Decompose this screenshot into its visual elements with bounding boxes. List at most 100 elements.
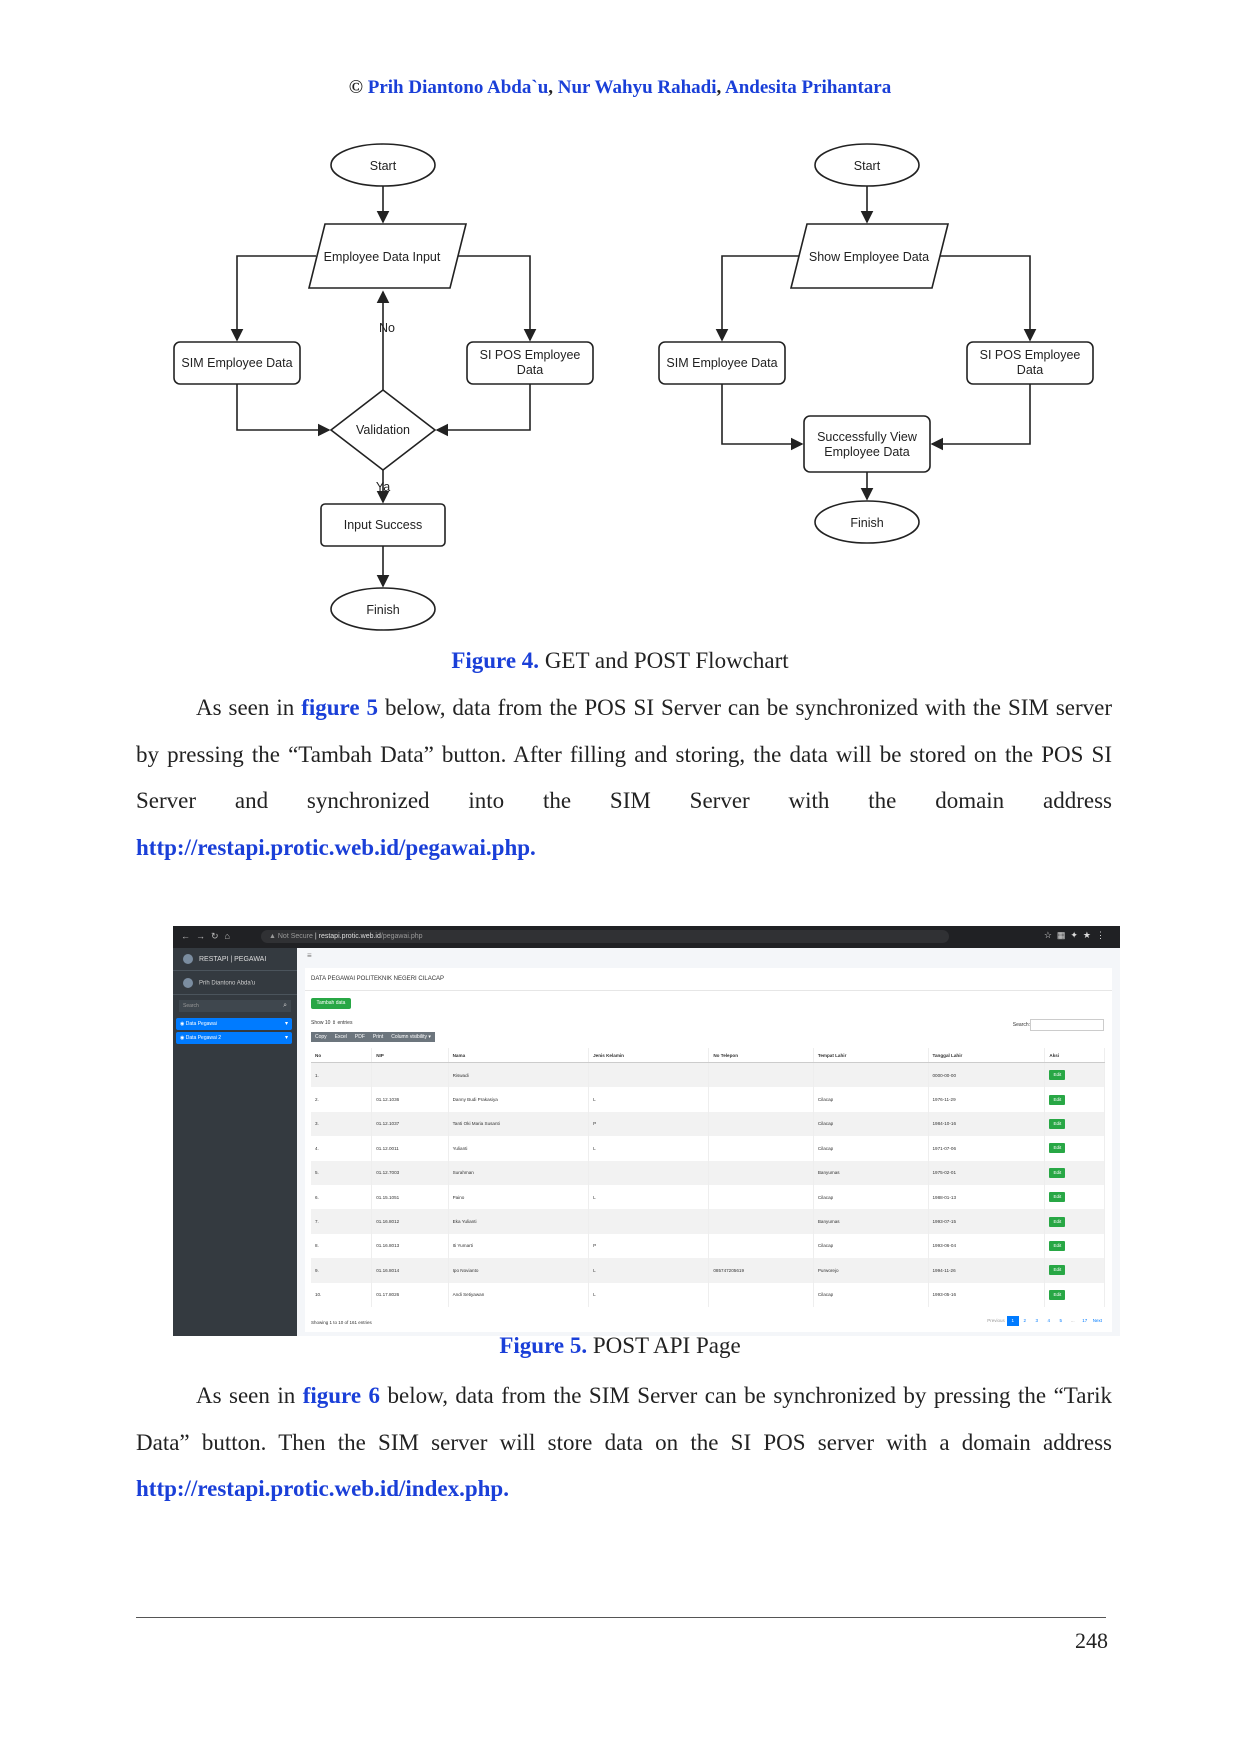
search-icon[interactable]: ⌕	[283, 1002, 287, 1009]
cell-no-telepon	[708, 1233, 814, 1259]
edit-button[interactable]: Edit	[1049, 1289, 1066, 1300]
avatar	[183, 978, 193, 988]
author-2[interactable]: Nur Wahyu Rahadi	[557, 77, 717, 98]
edit-button[interactable]: Edit	[1049, 1143, 1066, 1154]
export-buttons: Copy Excel PDF Print Column visibility ▾	[311, 1032, 435, 1042]
cell-no: 10.	[311, 1282, 373, 1307]
table-search-input[interactable]	[1030, 1019, 1104, 1031]
edit-button[interactable]: Edit	[1049, 1167, 1066, 1178]
cell-nip: 01.12.1036	[371, 1087, 449, 1112]
cell-tempat-lahir: Cilacap	[813, 1136, 929, 1161]
column-header-tempat-lahir[interactable]: Tempat Lahir	[813, 1048, 929, 1063]
column-header-aksi[interactable]: Aksi	[1044, 1048, 1105, 1063]
cell-nama: Riswadi	[448, 1062, 590, 1088]
sidebar-item-label: Data Pegawai 2	[185, 1035, 222, 1041]
cell-nip: 01.12.0011	[371, 1136, 449, 1161]
pdf-button[interactable]: PDF	[354, 1034, 365, 1040]
cell-jenis-kelamin	[588, 1160, 710, 1185]
page-2[interactable]: 2	[1023, 1318, 1026, 1323]
index-url-link[interactable]: http://restapi.protic.web.id/index.php.	[136, 1476, 509, 1501]
edit-button[interactable]: Edit	[1049, 1094, 1066, 1105]
right-show-node	[789, 223, 950, 289]
sidebar-search-input[interactable]: Search ⌕	[179, 1000, 291, 1012]
cell-nama: Iti Yumarti	[448, 1233, 590, 1259]
excel-button[interactable]: Excel	[334, 1034, 347, 1040]
cell-jenis-kelamin: L	[588, 1184, 710, 1210]
user-panel[interactable]: Prih Diantono Abda'u	[183, 978, 255, 988]
sidebar-item-data-pegawai-2[interactable]: ◉ Data Pegawai 2▾	[176, 1032, 292, 1044]
cell-jenis-kelamin: L	[588, 1136, 710, 1161]
page-ellipsis: ...	[1070, 1318, 1075, 1323]
browser-nav-icons[interactable]: ←→↻⌂	[181, 931, 236, 941]
column-header-nama[interactable]: Nama	[448, 1048, 590, 1063]
cell-aksi: Edit	[1044, 1160, 1105, 1185]
edit-button[interactable]: Edit	[1049, 1265, 1066, 1276]
page-next[interactable]: Next	[1092, 1318, 1102, 1323]
cell-nama: Tanti Oki Maria Susanti	[448, 1111, 590, 1137]
author-3[interactable]: Andesita Prihantara	[724, 77, 892, 98]
author-1[interactable]: Prih Diantono Abda`u	[367, 77, 549, 98]
cell-tanggal-lahir: 1971-07-06	[928, 1136, 1046, 1161]
table-header-row: No NIP Nama Jenis Kelamin No Telepon Tem…	[311, 1048, 1105, 1063]
column-header-tanggal-lahir[interactable]: Tanggal Lahir	[928, 1048, 1046, 1063]
browser-toolbar: ←→↻⌂ ▲ Not Secure | restapi.protic.web.i…	[173, 926, 1120, 948]
page-17[interactable]: 17	[1082, 1318, 1088, 1323]
extension-icons[interactable]: ☆▦✦★⋮	[1043, 930, 1110, 940]
cell-tanggal-lahir: 0000-00-00	[928, 1062, 1046, 1088]
cell-no-telepon	[708, 1111, 814, 1137]
left-flowchart	[173, 143, 594, 631]
right-view-label-1: Successfully View	[817, 430, 918, 444]
copy-button[interactable]: Copy	[315, 1034, 327, 1040]
entries-select[interactable]: 10	[324, 1020, 331, 1026]
edit-button[interactable]: Edit	[1049, 1118, 1066, 1129]
para2-text-b: below, data from the SIM Server can be s…	[136, 1383, 1112, 1455]
sidebar-item-data-pegawai[interactable]: ◉ Data Pegawai▾	[176, 1018, 292, 1030]
cell-tempat-lahir	[813, 1062, 929, 1088]
admin-sidebar: RESTAPI | PEGAWAI Prih Diantono Abda'u S…	[173, 948, 297, 1336]
right-view-label-2: Employee Data	[824, 445, 910, 459]
cell-jenis-kelamin: L	[588, 1087, 710, 1112]
edit-button[interactable]: Edit	[1049, 1070, 1066, 1081]
cell-nip: 01.16.8014	[371, 1258, 449, 1283]
column-visibility-button[interactable]: Column visibility ▾	[391, 1034, 431, 1040]
brand-text: RESTAPI | PEGAWAI	[199, 955, 267, 963]
not-secure-label: Not Secure	[277, 933, 313, 940]
figure-5-ref-link[interactable]: figure 5	[301, 695, 379, 720]
sidebar-search-placeholder: Search	[183, 1003, 199, 1009]
cell-aksi: Edit	[1044, 1184, 1105, 1210]
cell-aksi: Edit	[1044, 1233, 1105, 1259]
menu-toggle-icon[interactable]: ≡	[307, 951, 312, 960]
column-header-no-telepon[interactable]: No Telepon	[708, 1048, 814, 1063]
page-3[interactable]: 3	[1035, 1318, 1038, 1323]
address-bar[interactable]: ▲ Not Secure | restapi.protic.web.id/peg…	[261, 930, 949, 943]
cell-aksi: Edit	[1044, 1087, 1105, 1112]
cell-tempat-lahir: Cilacap	[813, 1111, 929, 1137]
cell-nip	[371, 1062, 449, 1088]
table-info: Showing 1 to 10 of 161 entries	[311, 1320, 372, 1325]
cell-no: 1.	[311, 1062, 373, 1088]
print-button[interactable]: Print	[372, 1034, 384, 1040]
data-card: DATA PEGAWAI POLITEKNIK NEGERI CILACAP T…	[305, 968, 1112, 1332]
brand-icon	[183, 954, 193, 964]
lock-warning-icon: ▲	[269, 933, 278, 940]
page-previous[interactable]: Previous	[987, 1318, 1005, 1323]
pegawai-url-link[interactable]: http://restapi.protic.web.id/pegawai.php…	[136, 834, 536, 860]
cell-no-telepon	[708, 1160, 814, 1185]
column-header-nip[interactable]: NIP	[371, 1048, 449, 1063]
column-header-jenis-kelamin[interactable]: Jenis Kelamin	[588, 1048, 710, 1063]
figure-4-caption: Figure 4. GET and POST Flowchart	[0, 648, 1240, 674]
figure-6-ref-link[interactable]: figure 6	[302, 1383, 381, 1408]
column-header-no[interactable]: No	[311, 1048, 373, 1063]
edit-button[interactable]: Edit	[1049, 1240, 1066, 1251]
edit-button[interactable]: Edit	[1049, 1216, 1066, 1227]
page-4[interactable]: 4	[1047, 1318, 1050, 1323]
page-1[interactable]: 1	[1006, 1316, 1019, 1326]
tambah-data-button[interactable]: Tambah data	[311, 998, 351, 1009]
edit-button[interactable]: Edit	[1049, 1192, 1066, 1203]
brand-logo[interactable]: RESTAPI | PEGAWAI	[183, 954, 266, 964]
page-5[interactable]: 5	[1059, 1318, 1062, 1323]
running-header: © Prih Diantono Abda`u, Nur Wahyu Rahadi…	[348, 77, 892, 98]
